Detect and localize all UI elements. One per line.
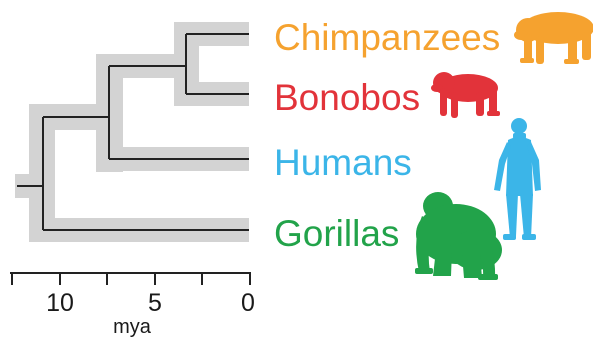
- tree-uncertainty-bands: [15, 22, 249, 242]
- bonobo-icon: [431, 72, 500, 118]
- chimpanzee-icon: [514, 12, 593, 64]
- label-chimpanzees: Chimpanzees: [274, 17, 500, 58]
- label-gorillas: Gorillas: [274, 213, 399, 254]
- gorilla-icon: [415, 192, 502, 280]
- human-icon: [494, 118, 541, 240]
- tick-label-10: 10: [46, 289, 74, 317]
- label-bonobos: Bonobos: [274, 77, 420, 118]
- label-humans: Humans: [274, 142, 412, 183]
- time-axis: [10, 273, 251, 285]
- axis-unit-label: mya: [113, 316, 152, 338]
- tick-label-0: 0: [241, 289, 255, 317]
- tick-label-5: 5: [148, 289, 162, 317]
